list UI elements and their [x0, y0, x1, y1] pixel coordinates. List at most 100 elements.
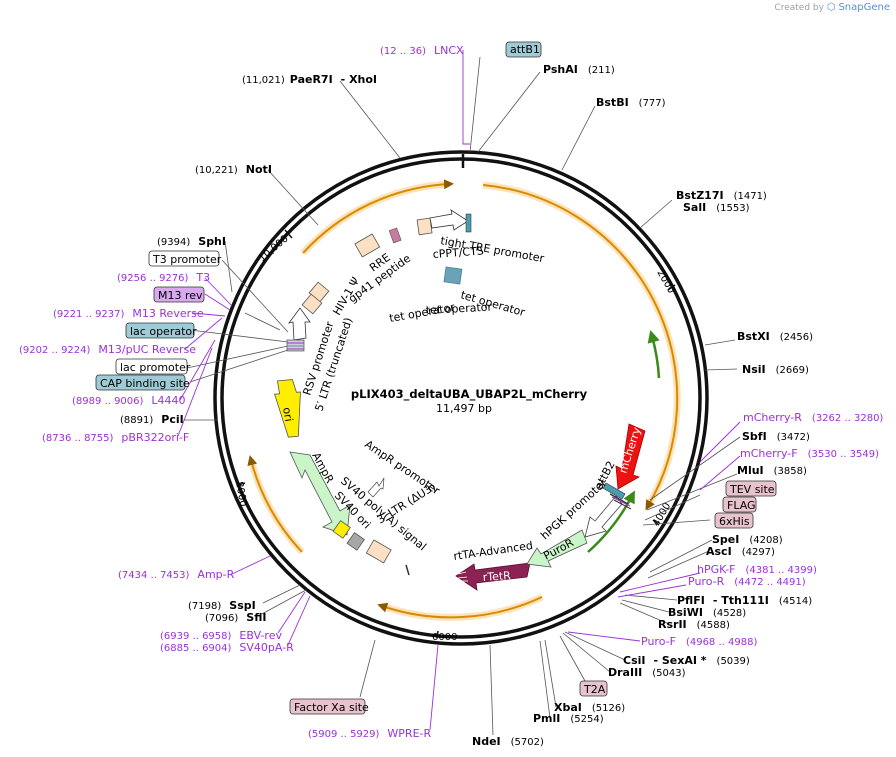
ampr-promoter-arrow — [367, 477, 385, 498]
gp41-block — [388, 227, 402, 244]
orf-arcs — [247, 179, 681, 621]
hpgk-promoter-arrow — [584, 495, 623, 538]
plasmid-size: 11,497 bp — [436, 402, 492, 415]
site-ndei: NdeI(5702) — [472, 735, 544, 748]
tight-tre-promoter-arrow — [429, 209, 469, 231]
ltr3-marker — [405, 564, 410, 576]
rre-block — [354, 233, 381, 258]
primer-ebv-rev: (6939 .. 6958)EBV-rev — [160, 629, 282, 642]
box-6xhis: 6xHis — [714, 512, 754, 529]
features — [274, 209, 646, 591]
box-lac-operator: lac operator — [125, 322, 197, 339]
backbone — [213, 150, 709, 646]
site-bstbi: BstBI(777) — [596, 96, 666, 109]
tick-label: 8000 — [233, 481, 248, 508]
site-nsii: NsiI(2669) — [742, 363, 809, 376]
site-sali: SalI(1553) — [683, 201, 750, 214]
primer-mcherry-r: mCherry-R(3262 .. 3280) — [743, 411, 883, 424]
site-bsiwi: BsiWI(4528) — [668, 606, 746, 619]
boxed-labels: attB1 TEV site FLAG 6xHis T2A Factor Xa … — [95, 41, 777, 715]
primer-puro-f: Puro-F(4968 .. 4988) — [641, 635, 757, 648]
site-bstz17i: BstZ17I(1471) — [676, 189, 767, 202]
green-arcs — [587, 329, 661, 553]
label-rtta: rtTA-Advanced — [453, 539, 534, 563]
label-tet-operator-2: tet operator — [425, 301, 492, 317]
puror-arrow — [526, 529, 588, 568]
orf-arc-right — [482, 181, 681, 508]
ltr3-block — [365, 539, 392, 564]
site-labels: (11,021)PaeR7I- XhoI PshAI(211) BstBI(77… — [120, 63, 813, 748]
primer-mcherry-f: mCherry-F(3530 .. 3549) — [740, 447, 879, 460]
primer-m13puc-reverse: (9202 .. 9224)M13/pUC Reverse — [19, 343, 196, 356]
primer-lncx: (12 .. 36)LNCX — [380, 44, 464, 57]
tick-marks — [237, 154, 676, 639]
cppt-block — [416, 217, 433, 236]
attb2-stripes — [609, 493, 632, 510]
primer-sv40pa-r: (6885 .. 6904)SV40pA-R — [160, 641, 294, 654]
plasmid-title: pLIX403_deltaUBA_UBAP2L_mCherry 11,497 b… — [351, 387, 588, 415]
primer-puro-r: Puro-R(4472 .. 4491) — [688, 575, 806, 588]
svg-text:FLAG: FLAG — [727, 499, 756, 512]
svg-text:T2A: T2A — [583, 683, 606, 696]
ori-arrow — [274, 379, 301, 438]
site-sphi: (9394)SphI — [157, 235, 226, 248]
site-paer7i: (11,021)PaeR7I- XhoI — [242, 73, 377, 86]
box-t3-promoter: T3 promoter — [148, 250, 222, 267]
svg-text:T3 promoter: T3 promoter — [152, 253, 222, 266]
site-pshai: PshAI(211) — [543, 63, 615, 76]
box-m13-rev: M13 rev — [153, 286, 205, 303]
site-csii: CsiI- SexAI *(5039) — [623, 654, 750, 667]
svg-text:CAP binding site: CAP binding site — [100, 377, 190, 390]
ltr5-stripes — [287, 342, 304, 350]
site-pcii: (8891)PciI — [120, 413, 184, 426]
credit-prefix: Created by — [774, 3, 824, 13]
sv40-ori-block — [332, 520, 351, 539]
box-tev-site: TEV site — [725, 480, 777, 497]
label-attb2: attB2 — [592, 459, 618, 492]
box-attb1: attB1 — [505, 41, 542, 58]
box-lac-promoter: lac promoter — [115, 358, 191, 375]
sv40-polya-block — [346, 532, 365, 551]
site-spei: SpeI(4208) — [712, 533, 783, 546]
tick-label: 6000 — [432, 632, 457, 643]
site-xbai: XbaI(5126) — [554, 701, 625, 714]
site-sfii: (7096)SfiI — [205, 611, 266, 624]
label-ltr3: 3′ LTR (ΔU3) — [375, 480, 438, 526]
site-sspi: (7198)SspI — [188, 599, 256, 612]
site-mlui: MluI(3858) — [737, 464, 807, 477]
site-draiii: DraIII(5043) — [608, 666, 686, 679]
psi-block-2 — [301, 293, 323, 315]
attb2-block — [602, 482, 626, 500]
primer-leaders — [177, 50, 741, 731]
primer-wpre-r: (5909 .. 5929)WPRE-R — [308, 727, 431, 740]
primer-m13-reverse: (9221 .. 9237)M13 Reverse — [53, 307, 204, 320]
svg-text:lac operator: lac operator — [130, 325, 197, 338]
green-arc-lower — [587, 490, 635, 553]
snapgene-logo-icon: ⬡ — [826, 2, 836, 13]
tet-operator-block — [443, 266, 463, 285]
site-pmli: PmlI(5254) — [533, 712, 604, 725]
rsv-promoter-arrow — [288, 307, 311, 341]
site-rsrii: RsrII(4588) — [658, 618, 730, 631]
site-bstxi: BstXI(2456) — [737, 330, 813, 343]
plasmid-name: pLIX403_deltaUBA_UBAP2L_mCherry — [351, 387, 588, 402]
box-flag: FLAG — [722, 496, 757, 513]
site-asci: AscI(4297) — [706, 545, 775, 558]
tre-cyan-block — [465, 213, 472, 233]
rtetr-arrow — [455, 562, 531, 591]
svg-text:attB1: attB1 — [510, 43, 540, 56]
label-cppt: cPPT/CTS — [432, 244, 484, 261]
primer-amp-r: (7434 .. 7453)Amp-R — [118, 568, 235, 581]
leader-lines — [184, 56, 741, 736]
svg-text:M13 rev: M13 rev — [158, 289, 203, 302]
label-rtetr: rTetR — [482, 569, 511, 584]
primer-hpgk-f: hPGK-F(4381 .. 4399) — [697, 563, 817, 576]
green-arc-upper — [647, 329, 661, 379]
svg-text:6xHis: 6xHis — [719, 515, 750, 528]
svg-text:lac promoter: lac promoter — [120, 361, 191, 374]
primer-t3: (9256 .. 9276)T3 — [117, 271, 210, 284]
site-pflfi: PflFI- Tth111I(4514) — [677, 594, 812, 607]
box-t2a: T2A — [579, 680, 608, 697]
box-cap-binding-site: CAP binding site — [95, 374, 190, 391]
rtetr-stripes — [457, 571, 468, 582]
